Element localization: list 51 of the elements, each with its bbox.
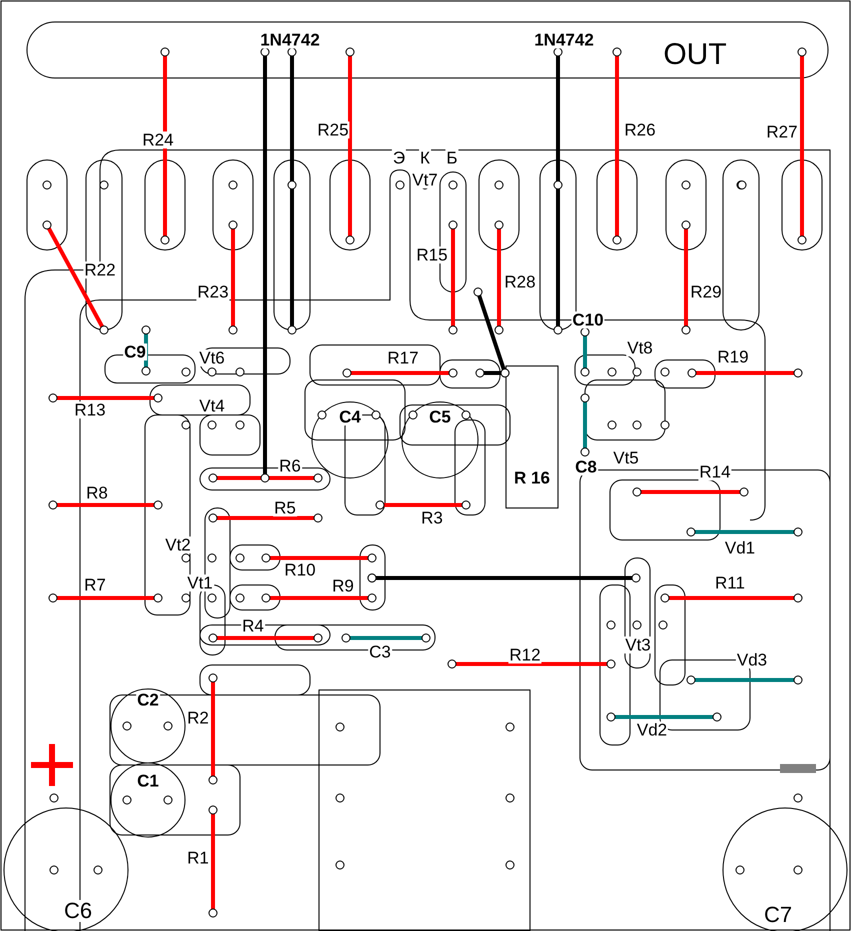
component-label: R15	[415, 246, 449, 264]
component-label: Vt4	[198, 398, 226, 414]
component-label: C4	[338, 408, 362, 426]
component-label: R29	[689, 284, 723, 300]
component-label: R10	[283, 562, 317, 578]
component-label: R23	[196, 284, 230, 300]
component-label: R9	[331, 578, 355, 594]
component-label: R17	[386, 350, 420, 366]
component-label: C1	[136, 772, 160, 790]
component-label: C6	[62, 900, 94, 922]
component-label: R7	[83, 576, 107, 594]
component-label: Vd3	[736, 652, 768, 668]
component-label: R14	[698, 464, 732, 480]
component-label: R6	[278, 458, 302, 474]
component-label: C5	[428, 408, 452, 426]
component-label: Vt8	[626, 340, 654, 356]
component-label: C8	[574, 458, 598, 476]
component-label: Vd1	[724, 540, 756, 556]
component-label: R3	[420, 510, 444, 526]
component-label: R25	[316, 122, 350, 138]
component-label: C2	[136, 692, 160, 708]
component-label: Vt5	[612, 450, 640, 466]
component-label: R 16	[513, 470, 551, 486]
component-label: Vt2	[164, 536, 192, 554]
component-label: C3	[368, 644, 392, 660]
component-label: R24	[141, 132, 175, 148]
component-label: R26	[623, 122, 657, 138]
component-label: R8	[85, 484, 109, 502]
diode-label: 1N4742	[533, 32, 595, 48]
component-label: Vt3	[624, 636, 652, 654]
pin-label: Э	[392, 150, 406, 166]
component-label: Vt1	[186, 574, 214, 592]
component-label: Vt7	[411, 172, 439, 188]
component-label: Vt6	[198, 350, 226, 366]
component-label: R28	[503, 274, 537, 290]
component-label: Vd2	[636, 722, 668, 738]
component-label: R11	[714, 574, 746, 592]
pin-label: Б	[445, 150, 459, 166]
pin-label: К	[419, 150, 431, 166]
component-label: R4	[241, 618, 265, 634]
component-label: R2	[186, 710, 210, 726]
component-label: R12	[508, 646, 542, 664]
diode-label: 1N4742	[259, 32, 321, 48]
component-label: R27	[765, 124, 799, 140]
component-label: R13	[73, 402, 107, 418]
component-label: C10	[571, 312, 605, 328]
component-label: R19	[716, 348, 750, 366]
component-label: R22	[83, 262, 117, 278]
component-label: R1	[186, 850, 210, 866]
component-label: C9	[123, 344, 147, 360]
component-label: R5	[273, 500, 297, 516]
